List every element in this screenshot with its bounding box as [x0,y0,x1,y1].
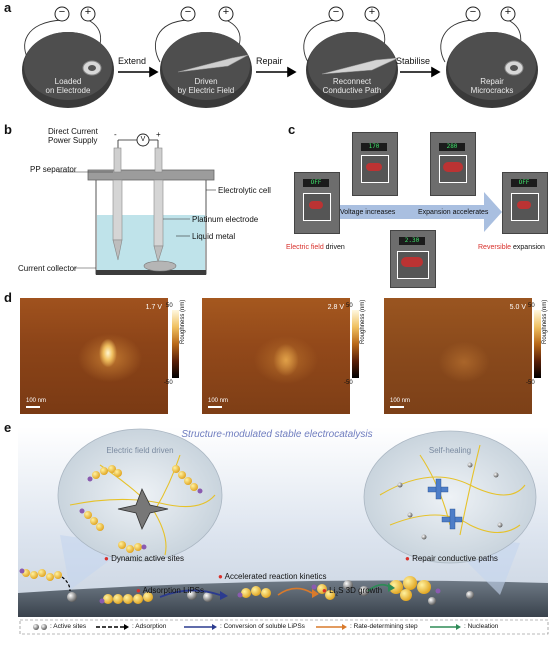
plus-sign: + [368,6,376,18]
arrow-stabilise-label: Stabilise [396,56,431,66]
plus-sign: + [222,6,230,18]
colorbar-bottom: -50 [164,380,173,386]
photo-off-left: OFF [294,172,340,234]
repair-paths-label: ● Repair conductive paths [405,554,498,563]
minus-sign: − [469,6,477,18]
wire-4 [440,19,474,63]
scale-bar-label: 100 nm [390,398,411,404]
minus-sign: − [184,6,192,18]
display-readout: 170 [361,143,387,151]
photo-280: 280 [430,132,476,196]
right-bubble [363,430,537,564]
accelerated-kinetics-label: ● Accelerated reaction kinetics [218,572,327,581]
panel-c-label: c [288,122,296,137]
panel-d-label: d [4,290,12,305]
wire-3 [303,19,337,63]
liquid-metal-label: Liquid metal [192,232,236,241]
afm-map-2: 2.8 V 100 nm [202,298,350,414]
colorbar-title: Roughness (nm) [180,299,186,344]
colorbar-title: Roughness (nm) [542,299,548,344]
panel-e-label: e [4,420,12,435]
legend-active-sites: : Active sites [50,623,87,630]
expansion-accelerates-label: Expansion accelerates [418,209,489,216]
display-readout: OFF [303,179,329,187]
progress-arrow [328,192,502,232]
arrow-repair-label: Repair [256,56,283,66]
colorbar-bottom: -50 [344,380,353,386]
panel-a-label: a [4,0,12,15]
electrolytic-cell-label: Electrolytic cell [218,186,271,195]
right-bubble-title: Self-healing [428,446,472,455]
dynamic-sites-label: ● Dynamic active sites [104,554,184,563]
scale-bar [390,406,404,408]
scale-bar [208,406,222,408]
colorbar-1 [172,310,179,378]
arrow-extend-label: Extend [118,56,147,66]
current-collector-label: Current collector [18,264,77,273]
legend-adsorption: : Adsorption [132,623,167,630]
legend-box [19,619,549,635]
electric-field-driven-label: Electric field driven [286,244,345,251]
display-readout: 2.30 [399,237,425,245]
positive-terminal: + [156,130,161,139]
scale-bar-label: 100 nm [26,398,47,404]
scale-bar-label: 100 nm [208,398,229,404]
plus-sign: + [84,6,92,18]
plus-sign: + [504,6,512,18]
panel-a-graphics [22,6,538,108]
li2s-growth-label: ● Li2S 3D growth [322,586,383,598]
colorbar-3 [534,310,541,378]
display-readout: 280 [439,143,465,151]
panel-c-graphics [328,192,502,232]
legend-conversion: : Conversion of soluble LiPSs [220,623,305,630]
voltmeter-icon [136,133,150,147]
photo-off-right: OFF [502,172,548,234]
panel-b-label: b [4,122,12,137]
colorbar-top: 50 [346,303,353,309]
minus-sign: − [332,6,340,18]
voltage-label: 1.7 V [145,304,162,311]
colorbar-title: Roughness (nm) [360,299,366,344]
voltage-label: 5.0 V [509,304,526,311]
left-bubble-title: Electric field driven [106,446,174,455]
photo-170: 170 [352,132,398,196]
panel-b-graphics [58,133,216,275]
panel-e-graphics [18,427,549,635]
wire-2 [155,19,189,63]
negative-terminal: - [114,130,117,139]
pp-separator-label: PP separator [30,165,77,174]
voltage-increases-label: Voltage increases [340,209,396,216]
afm-map-1: 1.7 V 100 nm [20,298,168,414]
reversible-expansion-label: Reversible expansion [478,244,545,251]
voltage-label: 2.8 V [327,304,344,311]
legend-symbols [33,624,461,630]
liquid-metal-blob [143,260,177,272]
voltmeter-label: V [140,136,146,143]
colorbar-top: 50 [528,303,535,309]
adsorption-lipss-label: ● Adsorption LiPSs [136,586,204,595]
legend-rds: : Rate-determining step [350,623,418,630]
platinum-electrode-label: Platinum electrode [192,215,259,224]
colorbar-bottom: -50 [526,380,535,386]
legend-nucleation: : Nucleation [464,623,499,630]
colorbar-2 [352,310,359,378]
catalyst-star [117,488,169,530]
cell-lid [87,169,215,181]
substrate [18,580,548,617]
minus-sign: − [58,6,66,18]
colorbar-top: 50 [166,303,173,309]
display-readout: OFF [511,179,537,187]
photo-230: 2.30 [390,230,436,288]
scale-bar [26,406,40,408]
current-collector-bar [96,270,206,275]
panel-e-title: Structure-modulated stable electrocataly… [181,429,373,440]
afm-map-3: 5.0 V 100 nm [384,298,532,414]
